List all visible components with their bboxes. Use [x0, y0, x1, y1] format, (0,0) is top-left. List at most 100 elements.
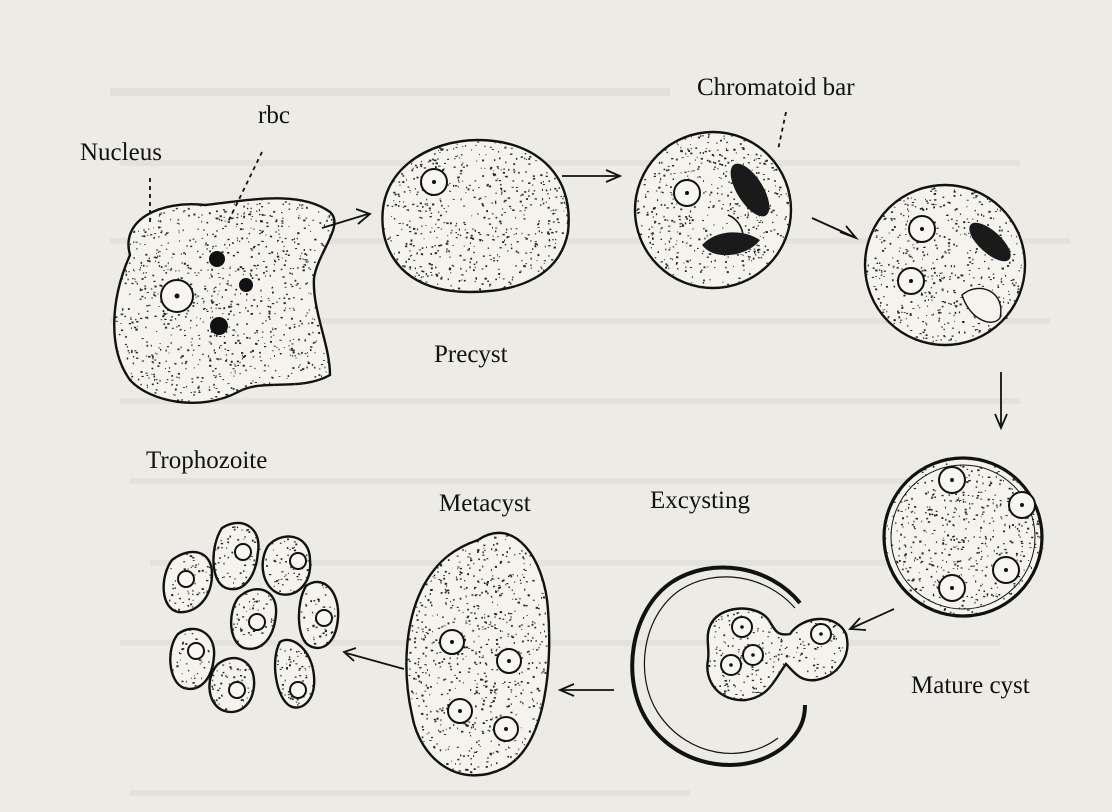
stipple-dot [188, 591, 189, 593]
stipple-dot [136, 352, 138, 354]
stipple-dot [898, 510, 900, 512]
stipple-dot [668, 267, 669, 269]
stipple-dot [508, 636, 509, 637]
stipple-dot [493, 258, 495, 259]
stipple-dot [685, 138, 687, 140]
stipple-dot [271, 252, 273, 254]
stipple-dot [758, 225, 759, 226]
stipple-dot [292, 239, 294, 241]
stipple-dot [923, 254, 925, 256]
stipple-dot [474, 613, 476, 615]
stipple-dot [153, 237, 155, 238]
stipple-dot [748, 232, 750, 233]
stipple-dot [490, 580, 491, 581]
stipple-dot [499, 277, 500, 278]
stipple-dot [905, 494, 907, 495]
stipple-dot [133, 356, 134, 357]
stipple-dot [284, 541, 285, 542]
stipple-dot [733, 213, 734, 215]
stipple-dot [499, 157, 501, 159]
stipple-dot [152, 361, 154, 363]
stipple-dot [924, 601, 925, 603]
stipple-dot [732, 645, 734, 646]
stipple-dot [429, 629, 431, 631]
stipple-dot [159, 214, 161, 216]
stipple-dot [674, 173, 676, 174]
stipple-dot [926, 532, 927, 533]
stipple-dot [916, 518, 917, 519]
stipple-dot [418, 705, 419, 707]
stipple-dot [506, 229, 507, 231]
stipple-dot [215, 377, 217, 378]
stipple-dot [134, 327, 136, 329]
stipple-dot [257, 305, 258, 307]
stipple-dot [327, 376, 329, 377]
stipple-dot [705, 230, 707, 232]
stipple-dot [175, 609, 176, 610]
stipple-dot [865, 260, 866, 262]
stipple-dot [938, 320, 939, 322]
stipple-dot [437, 652, 438, 654]
stipple-dot [988, 277, 990, 278]
stipple-dot [443, 575, 445, 576]
stipple-dot [440, 749, 442, 751]
stipple-dot [294, 242, 295, 244]
stipple-dot [409, 190, 410, 191]
stipple-dot [437, 567, 438, 568]
stipple-dot [177, 662, 178, 663]
stipple-dot [925, 512, 927, 513]
stipple-dot [205, 243, 207, 244]
stipple-dot [481, 592, 483, 594]
stipple-dot [997, 209, 998, 211]
stipple-dot [259, 209, 260, 211]
stipple-dot [526, 159, 527, 160]
stipple-dot [927, 254, 928, 256]
stipple-dot [495, 549, 497, 550]
stipple-dot [911, 511, 912, 513]
stipple-dot [495, 550, 496, 551]
stipple-dot [427, 205, 429, 206]
stipple-dot [807, 670, 808, 672]
stipple-dot [198, 217, 200, 218]
stipple-dot [729, 620, 731, 621]
stipple-dot [479, 693, 480, 694]
stipple-dot [284, 347, 285, 348]
stipple-dot [217, 547, 218, 549]
stipple-dot [316, 627, 318, 629]
stipple-dot [775, 169, 777, 171]
stipple-dot [511, 703, 512, 705]
stipple-dot [520, 195, 521, 196]
stipple-dot [243, 216, 245, 218]
stipple-dot [420, 164, 422, 166]
stipple-dot [222, 268, 223, 269]
chromatoid-leader [778, 112, 786, 150]
stipple-dot [965, 342, 967, 343]
stipple-dot [891, 218, 893, 220]
stipple-dot [293, 352, 295, 354]
stipple-dot [441, 582, 442, 584]
stipple-dot [437, 718, 439, 720]
stipple-dot [748, 154, 749, 155]
stipple-dot [465, 229, 466, 230]
stipple-dot [913, 521, 914, 523]
stipple-dot [192, 338, 193, 340]
stipple-dot [495, 201, 496, 203]
stipple-dot [465, 192, 466, 193]
stipple-dot [522, 702, 523, 704]
stipple-dot [441, 205, 443, 207]
stipple-dot [425, 607, 427, 608]
stipple-dot [768, 676, 770, 678]
stipple-dot [558, 255, 559, 256]
stipple-dot [539, 647, 540, 649]
stipple-dot [210, 365, 211, 367]
stipple-dot [553, 221, 555, 222]
stipple-dot [403, 175, 405, 177]
stipple-dot [466, 595, 467, 597]
stipple-dot [521, 625, 523, 626]
stipple-dot [223, 308, 224, 310]
stipple-dot [146, 345, 148, 346]
stipple-dot [156, 395, 157, 397]
stipple-dot [214, 684, 216, 686]
stipple-dot [421, 682, 422, 684]
stipple-dot [903, 295, 905, 297]
